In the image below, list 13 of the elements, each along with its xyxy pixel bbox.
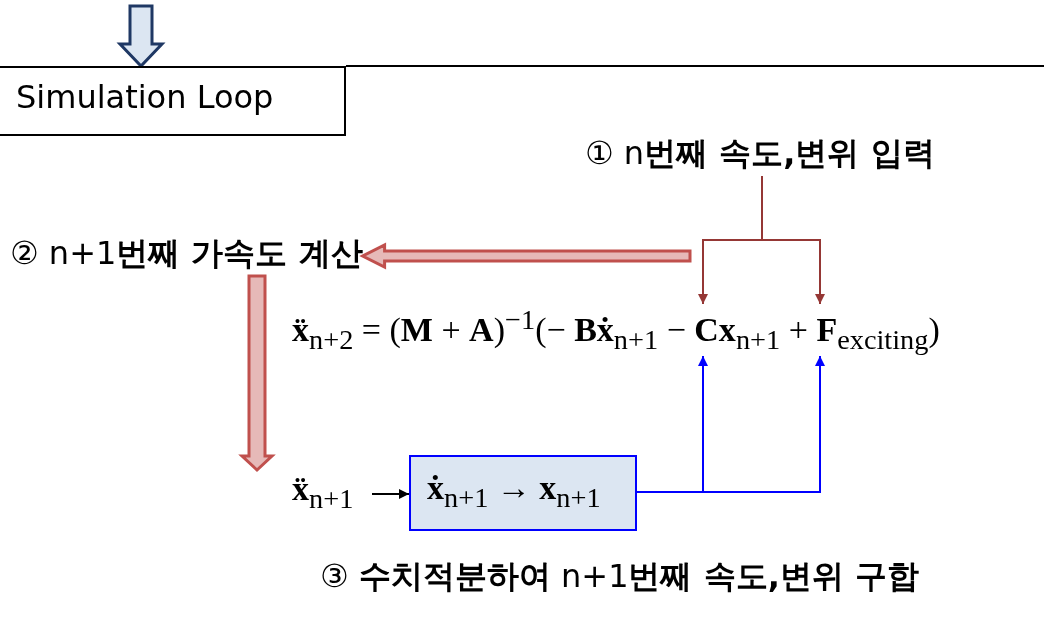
step-label: ② n+1번째 가속도 계산	[10, 232, 363, 276]
arrow	[371, 489, 410, 499]
integration-box: ẋ$_{n+1}$ → x$_{n+1}$	[409, 455, 637, 531]
block-arrow	[359, 242, 692, 270]
equation: ẍ$_{n+2}$ = (M + A)$^{−1}$(− Bẋ$_{n+1}$ − Cx$_{n+1}$ + F$_{exciting}$)	[292, 304, 1044, 356]
block-arrow	[116, 4, 166, 69]
step-label: ③ 수치적분하여 n+1번째 속도,변위 구합	[320, 555, 919, 599]
arrow	[761, 175, 825, 305]
step-label: ① n번째 속도,변위 입력	[585, 132, 935, 176]
equation-term: ẍ$_{n+1}$	[292, 470, 372, 520]
block-arrow	[238, 274, 276, 473]
arrow	[636, 355, 825, 493]
title-box: Simulation Loop	[0, 66, 346, 136]
